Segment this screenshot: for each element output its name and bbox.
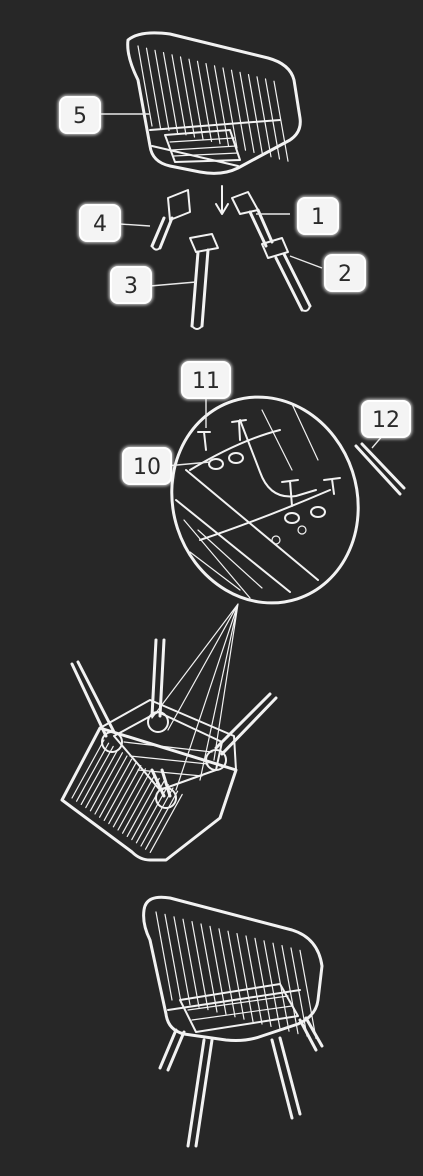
callout-allen-key: 12: [361, 400, 411, 438]
callout-leg-front-left: 4: [79, 204, 121, 242]
callout-washer: 10: [122, 447, 172, 485]
callout-leg-back-right: 2: [324, 254, 366, 292]
callout-leg-back-left: 3: [110, 266, 152, 304]
callout-seat: 5: [59, 96, 101, 134]
callout-leg-front-right: 1: [297, 197, 339, 235]
callout-bolt: 11: [181, 361, 231, 399]
